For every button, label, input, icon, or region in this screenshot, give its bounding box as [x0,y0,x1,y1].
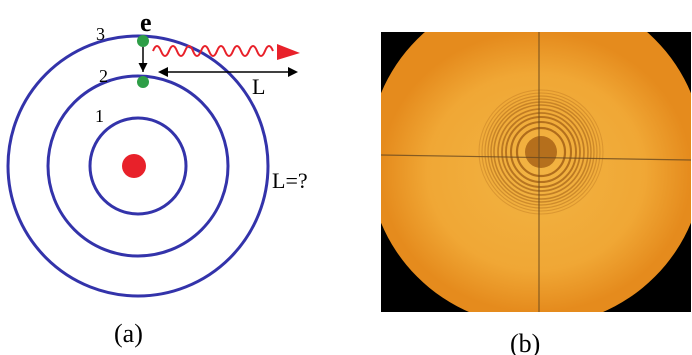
fringe-ring [481,92,601,212]
orbit-label-1: 1 [95,106,104,126]
interference-fringes [478,89,604,215]
electron-label: e [140,8,152,37]
length-arrow-right-head [288,67,298,77]
fringe-ring [490,101,592,203]
nucleus [122,154,146,178]
crosshair-horizontal [380,154,692,161]
orbit-1 [88,116,188,216]
photon-wave [152,45,274,57]
caption-b: (b) [510,329,540,355]
fringe-center [525,136,557,168]
fringe-ring [487,98,595,206]
orbit-label-3: 3 [96,24,105,44]
fringe-ring [484,95,598,209]
caption-a: (a) [114,319,143,348]
question-label: L=? [272,168,308,193]
orbit-3 [6,34,270,298]
fringe-ring [478,89,604,215]
panel-b: (b) [380,32,692,355]
length-arrow-left-head [158,67,168,77]
illuminated-field [381,32,691,312]
photon-arrowhead [277,44,300,60]
fringe-ring [515,126,567,178]
fringe-ring [501,112,581,192]
fringe-ring [509,120,573,184]
electron-level-2 [137,76,149,88]
orbit-2 [46,74,230,258]
fringe-ring [497,108,585,196]
electron-level-3 [137,35,149,47]
panel-a: 3 2 1 e L L=? (a) [6,8,308,348]
photon-length-label: L [252,74,265,99]
fringe-ring [493,104,589,200]
orbit-label-2: 2 [99,66,108,86]
fringe-ring [505,116,577,188]
